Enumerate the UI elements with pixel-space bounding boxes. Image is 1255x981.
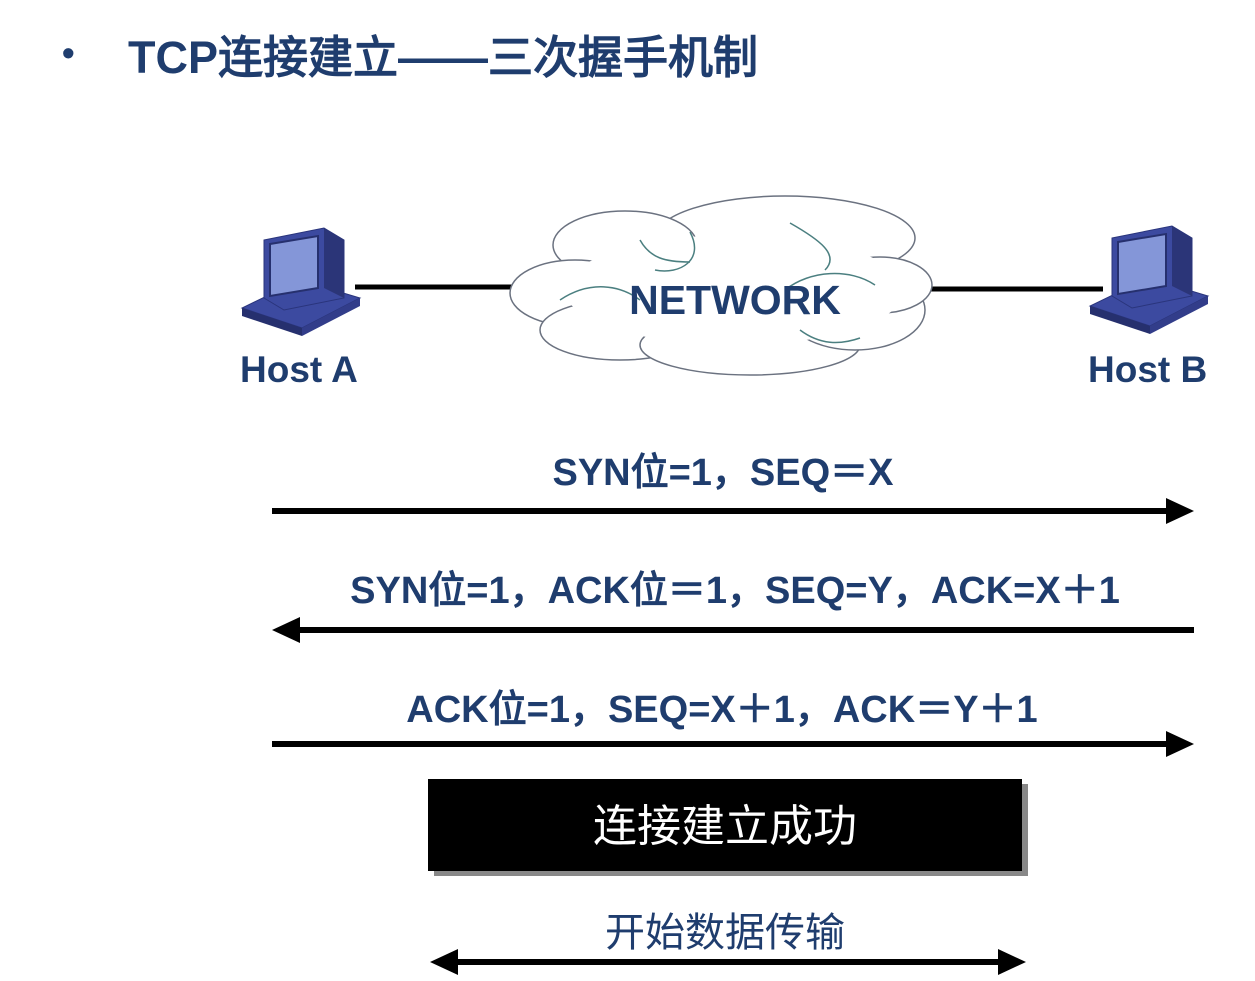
host-b-label: Host B — [1088, 349, 1207, 390]
data-transfer-text: 开始数据传输 — [605, 910, 845, 956]
cloud-icon — [509, 195, 933, 376]
message-3-text: ACK位=1，SEQ=X＋1，ACK＝Y＋1 — [406, 689, 1037, 731]
network-label: NETWORK — [629, 277, 841, 323]
computer-icon — [1088, 225, 1210, 334]
arrowhead-left — [272, 617, 300, 643]
computer-icon — [240, 227, 362, 336]
arrowhead-right — [998, 949, 1026, 975]
page-title: • TCP连接建立——三次握手机制 — [62, 18, 758, 88]
arrowhead-right — [1166, 731, 1194, 757]
host-a-label: Host A — [240, 349, 358, 390]
title-text: TCP连接建立——三次握手机制 — [128, 31, 759, 83]
message-2-text: SYN位=1，ACK位＝1，SEQ=Y，ACK=X＋1 — [350, 570, 1120, 612]
success-box — [428, 779, 1022, 871]
message-1-text: SYN位=1，SEQ＝X — [552, 452, 894, 494]
arrowhead-left — [430, 949, 458, 975]
arrowhead-right — [1166, 498, 1194, 524]
title-bullet: • — [62, 32, 75, 73]
success-text: 连接建立成功 — [593, 801, 857, 852]
